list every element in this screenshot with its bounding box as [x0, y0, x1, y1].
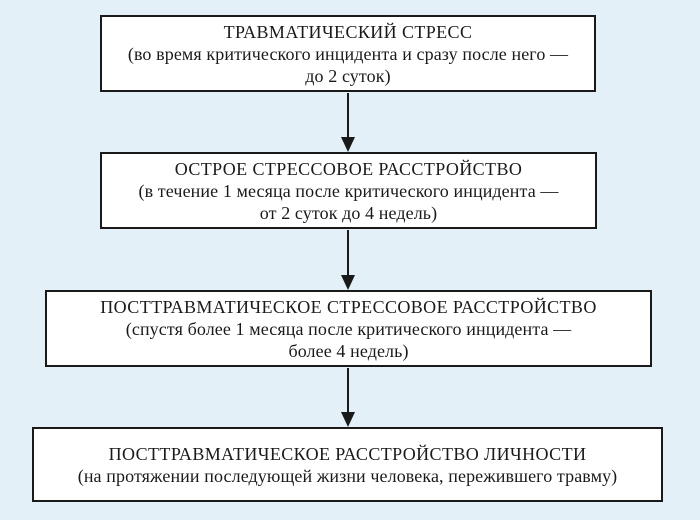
flow-box-traumatic-stress: ТРАВМАТИЧЕСКИЙ СТРЕСС (во время критичес…	[100, 15, 596, 92]
box-subtitle-line: от 2 суток до 4 недель)	[259, 202, 438, 223]
flow-box-ptsd: ПОСТТРАВМАТИЧЕСКОЕ СТРЕССОВОЕ РАССТРОЙСТ…	[45, 290, 652, 367]
arrow-line	[347, 230, 349, 275]
arrow-line	[347, 368, 349, 412]
box-subtitle-line: до 2 суток)	[305, 65, 391, 86]
box-title: ТРАВМАТИЧЕСКИЙ СТРЕСС	[223, 21, 473, 42]
down-arrow-connector-1	[341, 93, 355, 152]
box-title: ОСТРОЕ СТРЕССОВОЕ РАССТРОЙСТВО	[174, 158, 523, 179]
arrow-down-icon	[341, 412, 355, 427]
box-subtitle-line: (спустя более 1 месяца после критическог…	[125, 318, 572, 339]
arrow-down-icon	[341, 275, 355, 290]
flow-box-posttraumatic-personality-disorder: ПОСТТРАВМАТИЧЕСКОЕ РАССТРОЙСТВО ЛИЧНОСТИ…	[32, 427, 663, 502]
down-arrow-connector-2	[341, 230, 355, 290]
box-subtitle-line: более 4 недель)	[288, 340, 409, 361]
box-subtitle-line: (в течение 1 месяца после критического и…	[138, 180, 559, 201]
down-arrow-connector-3	[341, 368, 355, 427]
box-subtitle-line: (на протяжении последующей жизни человек…	[77, 465, 618, 486]
arrow-line	[347, 93, 349, 137]
arrow-down-icon	[341, 137, 355, 152]
box-subtitle-line: (во время критического инцидента и сразу…	[127, 43, 569, 64]
box-title: ПОСТТРАВМАТИЧЕСКОЕ СТРЕССОВОЕ РАССТРОЙСТ…	[100, 296, 597, 317]
flow-box-acute-stress-disorder: ОСТРОЕ СТРЕССОВОЕ РАССТРОЙСТВО (в течени…	[100, 152, 597, 229]
box-title: ПОСТТРАВМАТИЧЕСКОЕ РАССТРОЙСТВО ЛИЧНОСТИ	[108, 443, 587, 464]
